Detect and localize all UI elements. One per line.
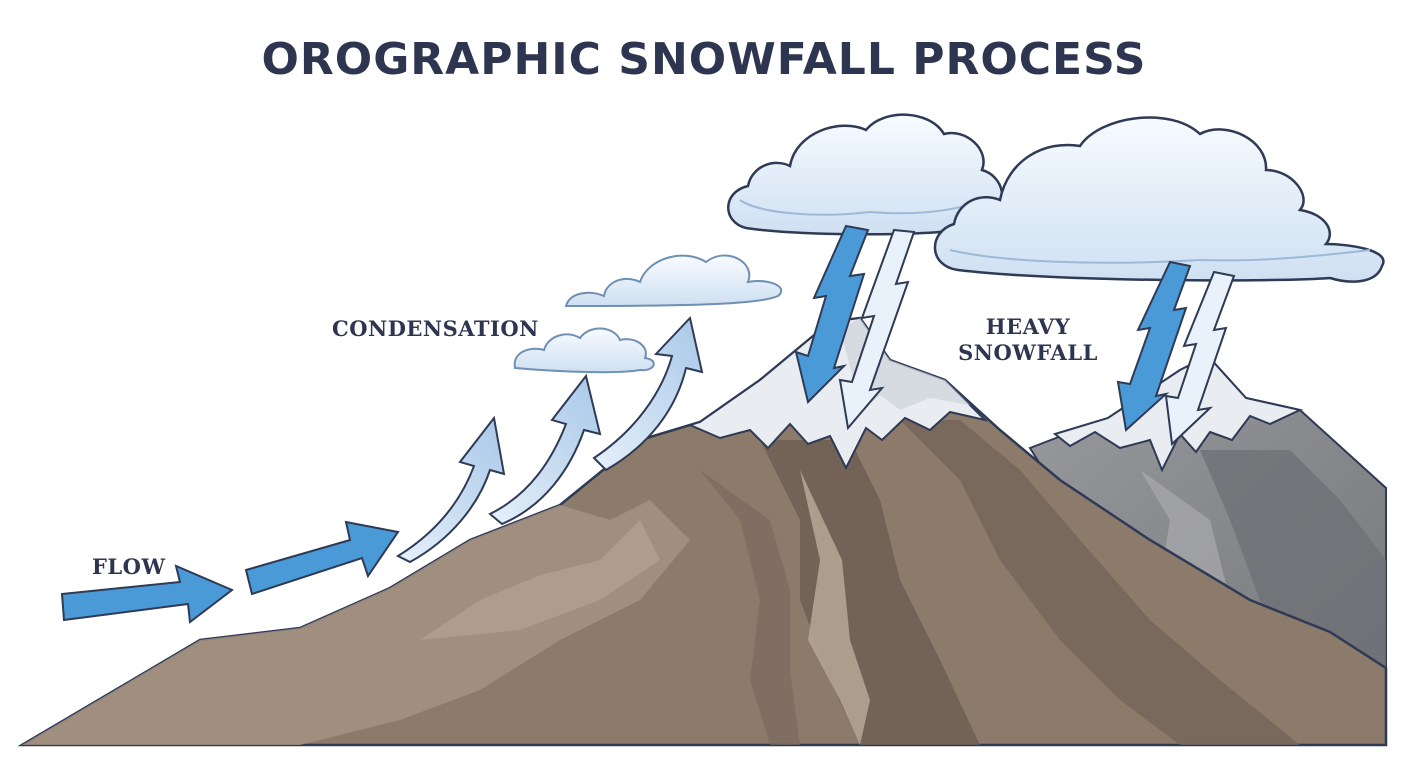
condensation-label: CONDENSATION (332, 316, 539, 341)
storm-cloud-right (933, 116, 1385, 283)
snowfall-arrow-light-1 (838, 228, 916, 431)
main-mountain (17, 316, 1388, 747)
cloud-small-upper (564, 254, 782, 308)
heavy-snowfall-label: HEAVY SNOWFALL (948, 314, 1108, 366)
rising-arrow-3 (592, 315, 704, 472)
flow-arrow-1 (60, 564, 234, 624)
diagram-title: OROGRAPHIC SNOWFALL PROCESS (261, 34, 1147, 85)
rising-arrow-1 (395, 415, 506, 564)
flow-label: FLOW (92, 554, 166, 579)
snowfall-arrow-light-2 (1164, 270, 1236, 447)
rising-arrow-2 (488, 373, 602, 526)
snowfall-arrow-dark-2 (1116, 260, 1192, 432)
flow-arrow-2 (244, 520, 400, 596)
cloud-small-lower (513, 327, 655, 374)
snowfall-arrow-dark-1 (794, 224, 870, 404)
heavy-snowfall-label-line2: SNOWFALL (958, 340, 1098, 365)
heavy-snowfall-label-line1: HEAVY (985, 314, 1071, 339)
